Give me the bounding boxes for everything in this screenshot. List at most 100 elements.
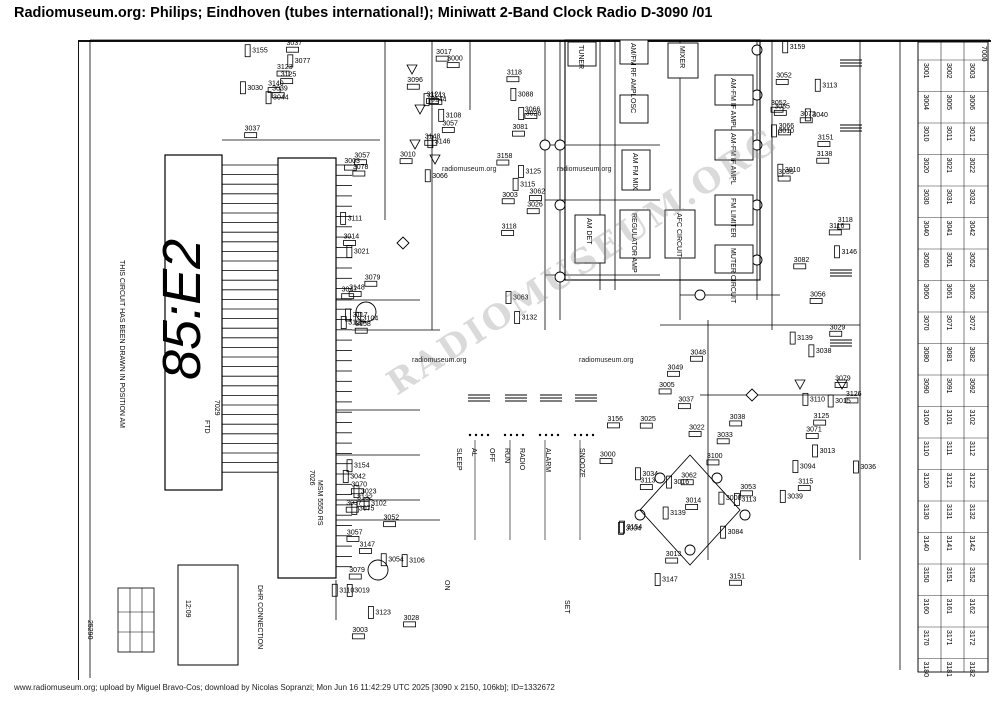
switch-label: OFF xyxy=(488,448,495,462)
part-ref: 3139 xyxy=(670,510,686,517)
part-ref: 3008 xyxy=(726,495,742,502)
resistor-symbol xyxy=(729,420,743,427)
part-ref: 3113 xyxy=(640,478,655,485)
diode-symbol xyxy=(794,379,806,390)
block-label-fmlim: FM LIMITER xyxy=(729,198,736,238)
diode-symbol xyxy=(429,154,441,165)
resistor-symbol xyxy=(340,316,347,329)
parts-table-cell: 3061 xyxy=(945,284,952,300)
resistor-symbol xyxy=(346,535,360,542)
resistor-symbol xyxy=(816,157,830,164)
part-ref: 3125 xyxy=(525,169,541,176)
block-label-fmif: AM FM MIX xyxy=(631,153,638,190)
part-ref: 3052 xyxy=(771,100,787,107)
parts-table-cell: 3122 xyxy=(968,473,975,489)
resistor-symbol xyxy=(789,331,796,345)
switch-label: RUN xyxy=(503,448,510,463)
switch-contact xyxy=(538,433,542,437)
parts-table-cell: 3011 xyxy=(945,126,952,141)
resistor-symbol xyxy=(354,159,367,166)
switch-label: SET xyxy=(563,600,570,614)
part-ref: 3151 xyxy=(729,573,745,580)
resistor-symbol xyxy=(771,124,777,138)
part-ref: 3034 xyxy=(642,471,658,478)
resistor-symbol xyxy=(426,98,439,104)
resistor-symbol xyxy=(654,573,661,586)
resistor-symbol xyxy=(718,491,725,505)
resistor-symbol xyxy=(639,422,653,429)
switch-contact xyxy=(544,433,548,437)
part-ref: 3084 xyxy=(728,529,744,536)
part-ref: 3151 xyxy=(818,135,834,142)
part-ref: 3118 xyxy=(507,70,522,77)
resistor-symbol xyxy=(514,311,521,324)
part-ref: 3010 xyxy=(785,167,801,174)
part-ref: 3014 xyxy=(686,497,702,504)
parts-table-cell: 3090 xyxy=(922,378,929,394)
block-label-amdet: AM DET xyxy=(585,218,592,245)
resistor-symbol xyxy=(792,460,799,473)
resistor-symbol xyxy=(639,484,653,490)
parts-table-cell: 3021 xyxy=(945,158,952,174)
block-label-amrf: AM/FM RF AMPL xyxy=(629,43,636,98)
parts-table-cell: 3012 xyxy=(968,126,975,142)
resistor-symbol xyxy=(690,355,703,362)
part-ref: 3038 xyxy=(730,414,746,421)
parts-table-cell: 3171 xyxy=(945,630,952,646)
resistor-symbol xyxy=(424,139,438,146)
part-ref: 3015 xyxy=(835,398,851,405)
block-fmif xyxy=(621,149,651,191)
resistor-symbol xyxy=(383,521,396,528)
resistor-symbol xyxy=(239,81,246,95)
parts-table-cell: 3110 xyxy=(922,441,929,456)
resistor-symbol xyxy=(834,245,840,259)
resistor-symbol xyxy=(804,108,811,122)
block-regulator xyxy=(619,209,651,259)
part-ref: 3117 xyxy=(353,312,368,319)
part-ref: 3047 xyxy=(342,287,358,294)
resistor-symbol xyxy=(280,78,294,85)
resistor-symbol xyxy=(773,109,787,116)
part-ref: 3096 xyxy=(407,77,423,84)
resistor-symbol xyxy=(403,621,416,628)
part-ref: 3159 xyxy=(790,44,806,51)
resistor-symbol xyxy=(496,159,510,166)
resistor-symbol xyxy=(505,291,512,304)
part-ref: 3154 xyxy=(354,463,370,470)
resistor-symbol xyxy=(716,438,730,445)
parts-table-cell: 3030 xyxy=(922,189,929,205)
resistor-symbol xyxy=(406,83,420,90)
small-watermark-3: radiomuseum.org xyxy=(412,357,467,364)
block-label-osc: OSC xyxy=(629,98,636,113)
part-ref: 3005 xyxy=(659,382,675,389)
part-ref: 3030 xyxy=(247,85,263,92)
resistor-symbol xyxy=(853,460,859,474)
part-ref: 3066 xyxy=(779,123,795,130)
block-ampif xyxy=(714,74,754,106)
resistor-symbol xyxy=(778,129,791,136)
parts-table-cell: 3006 xyxy=(968,95,975,111)
switch-contact xyxy=(503,433,507,437)
resistor-symbol xyxy=(805,432,819,439)
part-ref: 3079 xyxy=(835,375,851,382)
part-ref: 3123 xyxy=(375,609,391,616)
parts-table-cell: 3080 xyxy=(922,347,929,363)
display-digits: 85:E2 xyxy=(152,239,212,380)
resistor-symbol xyxy=(667,370,680,377)
block-label-mixer: MIXER xyxy=(678,46,685,68)
part-ref: 3155 xyxy=(252,48,268,55)
parts-table-cell: 3032 xyxy=(968,189,975,205)
part-ref: 3110 xyxy=(339,587,354,594)
resistor-symbol xyxy=(351,633,365,640)
switch-label: SLEEP xyxy=(455,448,462,471)
parts-table-cell: 3010 xyxy=(922,126,929,142)
parts-table-cell: 3082 xyxy=(968,347,975,363)
part-ref: 3010 xyxy=(400,152,416,159)
parts-table-cell: 3071 xyxy=(945,315,952,331)
resistor-symbol xyxy=(341,293,355,300)
part-ref: 3106 xyxy=(409,558,425,565)
resistor-symbol xyxy=(355,311,362,325)
switch-contact xyxy=(550,433,554,437)
resistor-symbol xyxy=(512,177,519,191)
part-ref: 3035 xyxy=(778,169,794,176)
